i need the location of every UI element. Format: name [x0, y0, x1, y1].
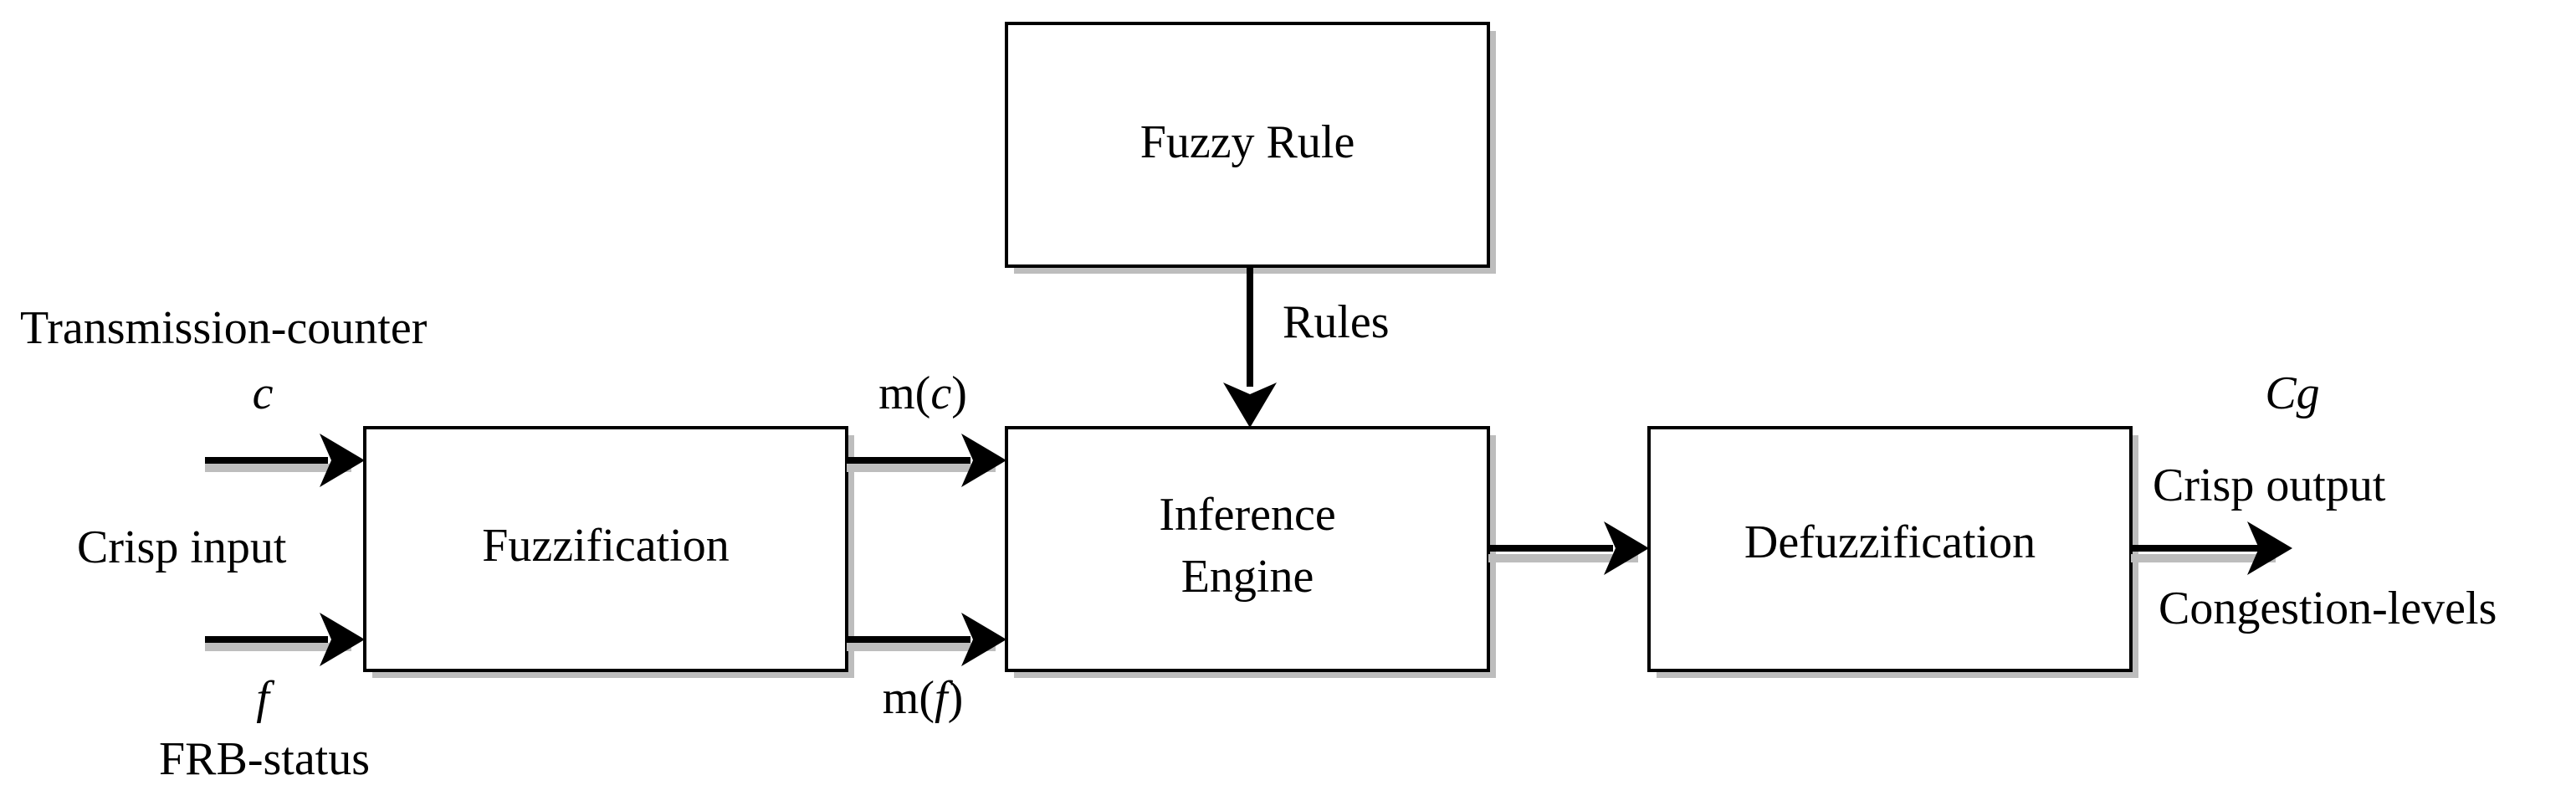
fuzzification-label: Fuzzification: [482, 520, 729, 572]
fuzzy-rule-box: [1005, 22, 1490, 268]
mc-arrowhead: [961, 434, 1006, 487]
defuzzification-box: [1647, 426, 2133, 672]
input-c-variable: c: [253, 367, 274, 419]
inference-engine-label-line2: Engine: [1181, 551, 1314, 603]
arrows: [205, 266, 2259, 643]
inference-to-defuzz-arrowhead: [1604, 521, 1649, 575]
mc-label: m(c): [878, 367, 967, 419]
input-f-arrowhead: [320, 613, 365, 666]
fuzzy-rule-label: Fuzzy Rule: [1140, 116, 1355, 168]
input-c-arrowhead: [320, 434, 365, 487]
mf-label: m(f): [883, 672, 963, 724]
transmission-counter-label: Transmission-counter: [20, 302, 428, 354]
frb-status-label: FRB-status: [159, 733, 370, 785]
input-f-variable: f: [256, 672, 275, 724]
defuzzification-label: Defuzzification: [1744, 516, 2036, 568]
output-cg-variable: Cg: [2265, 367, 2319, 419]
rules-label: Rules: [1283, 296, 1390, 348]
output-arrowhead: [2247, 521, 2292, 575]
inference-engine-label-line1: Inference: [1159, 489, 1335, 541]
crisp-input-label: Crisp input: [77, 521, 287, 573]
boxes: [363, 22, 2133, 672]
fuzzification-box: [363, 426, 848, 672]
arrowheads: [320, 383, 2292, 666]
crisp-output-label: Crisp output: [2153, 460, 2386, 511]
congestion-levels-label: Congestion-levels: [2159, 583, 2497, 634]
mf-arrowhead: [961, 613, 1006, 666]
inference-engine-box: [1005, 426, 1490, 672]
rules-arrowhead: [1223, 383, 1277, 428]
